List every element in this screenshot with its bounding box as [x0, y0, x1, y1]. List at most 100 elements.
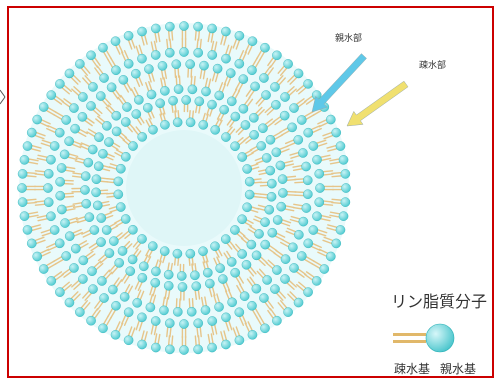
lipid-head — [164, 47, 175, 58]
lipid-head — [261, 90, 271, 100]
lipid-tail — [107, 58, 114, 68]
lipid-tail — [126, 243, 133, 250]
lipid-tail — [205, 260, 209, 269]
lipid-head — [22, 225, 33, 235]
lipid-tail — [76, 219, 87, 224]
lipid-head — [210, 125, 221, 135]
lipid-tail — [215, 118, 220, 126]
lipid-tail — [147, 111, 152, 120]
lipid-tail — [305, 256, 315, 263]
lipid-head — [308, 141, 319, 151]
lipid-head — [69, 103, 79, 113]
lipid-tail — [247, 45, 253, 55]
lipid-tail — [114, 89, 122, 98]
lipid-head — [80, 171, 91, 181]
lipid-tail — [150, 324, 154, 335]
lipid-tail — [253, 181, 262, 184]
lipid-tail — [253, 218, 262, 223]
lipid-tail — [74, 160, 85, 164]
lipid-tail — [198, 105, 201, 114]
lipid-tail — [234, 89, 241, 99]
lipid-tail — [244, 96, 251, 105]
lipid-head — [86, 315, 96, 326]
lipid-tail — [253, 192, 262, 195]
lipid-head — [194, 96, 205, 107]
lipid-tail — [82, 77, 90, 86]
lipid-tail — [133, 128, 139, 136]
lipid-head — [205, 278, 215, 289]
lipid-tail — [305, 271, 315, 278]
lipid-head — [163, 269, 174, 280]
lipid-tail — [206, 107, 210, 116]
lipid-tail — [63, 271, 72, 278]
lipid-tail — [73, 74, 81, 83]
lipid-tail — [191, 257, 194, 266]
lipid-tail — [149, 285, 154, 296]
lipid-head — [69, 263, 79, 273]
lipid-head — [237, 249, 248, 259]
lipid-tail — [152, 286, 157, 297]
lipid-tail — [108, 206, 117, 210]
lipid-tail — [223, 330, 228, 341]
lipid-tail — [177, 257, 180, 266]
lipid-tail — [296, 283, 305, 292]
lipid-head — [119, 292, 130, 302]
lipid-tail — [113, 277, 120, 286]
lipid-tail — [227, 288, 233, 299]
lipid-tail — [279, 67, 288, 76]
lipid-head — [185, 117, 196, 128]
lipid-tail — [235, 326, 241, 337]
lipid-tail — [280, 241, 289, 248]
lipid-head — [280, 92, 290, 102]
lipid-tail — [293, 203, 303, 207]
lipid-head — [137, 26, 147, 37]
lipid-tail — [81, 229, 91, 235]
lipid-head — [150, 50, 161, 60]
lipid-head — [242, 164, 252, 174]
lipid-tail — [94, 57, 101, 67]
lipid-tail — [115, 45, 121, 55]
lipid-tail — [84, 292, 92, 301]
lipid-tail — [297, 268, 307, 276]
lipid-tail — [115, 149, 124, 154]
lipid-tail — [207, 31, 211, 43]
lipid-tail — [171, 30, 174, 41]
lipid-head — [275, 160, 286, 171]
lipid-head — [19, 155, 30, 165]
legend-tail-bottom — [393, 340, 426, 343]
lipid-head — [137, 312, 147, 323]
lipid-tail — [34, 200, 45, 203]
lipid-head — [234, 30, 245, 41]
lipid-tail — [121, 51, 127, 61]
lipid-tail — [164, 69, 168, 80]
lipid-tail — [166, 326, 169, 338]
lipid-tail — [326, 227, 337, 232]
lipid-head — [70, 123, 80, 134]
lipid-tail — [120, 94, 127, 104]
lipid-tail — [280, 148, 290, 153]
lipid-head — [221, 132, 231, 142]
lipid-tail — [242, 235, 250, 242]
lipid-head — [146, 89, 157, 100]
lipid-tail — [36, 214, 47, 219]
lipid-tail — [290, 155, 300, 159]
lipid-tail — [254, 215, 263, 220]
lipid-head — [244, 189, 255, 200]
lipid-tail — [118, 322, 124, 333]
lipid-head — [75, 307, 85, 317]
lipid-head — [106, 82, 117, 93]
lipid-head — [148, 124, 158, 135]
lipid-tail — [166, 38, 169, 50]
lipid-head — [179, 345, 189, 355]
lipid-tail — [34, 134, 45, 140]
lipid-tail — [97, 115, 106, 123]
lipid-tail — [150, 110, 155, 119]
lipid-head — [111, 300, 121, 311]
lipid-tail — [116, 279, 123, 288]
lipid-tail — [101, 204, 111, 207]
lipid-head — [137, 234, 147, 244]
lipid-head — [341, 183, 351, 193]
legend-tail-top — [393, 333, 426, 336]
lipid-head — [301, 161, 311, 172]
lipid-head — [289, 263, 299, 273]
